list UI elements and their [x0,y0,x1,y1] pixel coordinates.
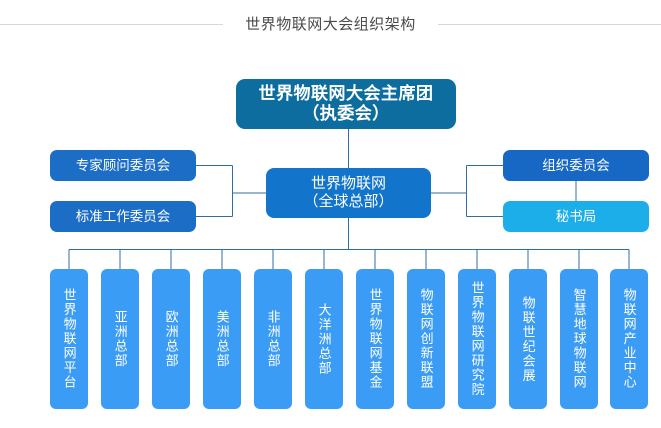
node-presidium[interactable]: 世界物联网大会主席团 （执委会） [236,79,456,129]
node-branch-7[interactable]: 世界物联网基金 [356,269,394,409]
node-branch-6[interactable]: 大洋洲总部 [305,269,343,409]
org-chart: 世界物联网大会主席团 （执委会） 专家顾问委员会 标准工作委员会 世界物联网 （… [0,48,661,428]
node-branch-9[interactable]: 世界物联网研究院 [458,269,496,409]
node-branch-4-label: 美洲总部 [214,310,230,368]
node-secretariat[interactable]: 秘书局 [503,201,649,232]
node-branch-2-label: 亚洲总部 [112,310,128,368]
connector-lines [68,129,630,269]
node-branch-7-label: 世界物联网基金 [367,288,383,390]
node-branch-11[interactable]: 智慧地球物联网 [560,269,598,409]
node-branch-9-label: 世界物联网研究院 [469,281,485,397]
node-branch-2[interactable]: 亚洲总部 [101,269,139,409]
title-rule-left [0,23,224,25]
page-title-bar: 世界物联网大会组织架构 [0,0,661,48]
node-branch-8-label: 物联网创新联盟 [418,288,434,390]
node-expert-label: 专家顾问委员会 [75,157,171,173]
node-standards-working-committee[interactable]: 标准工作委员会 [50,201,196,232]
node-branch-12-label: 物联网产业中心 [621,288,637,390]
node-presidium-line2: （执委会） [302,104,390,123]
node-global-headquarters[interactable]: 世界物联网 （全球总部） [266,168,431,218]
node-hq-line2: （全球总部） [303,193,394,210]
node-secretariat-label: 秘书局 [555,208,597,224]
node-branch-3-label: 欧洲总部 [163,310,179,368]
node-branch-8[interactable]: 物联网创新联盟 [407,269,445,409]
title-rule-right [437,23,661,25]
node-branch-10[interactable]: 物联世纪会展 [509,269,547,409]
node-branch-12[interactable]: 物联网产业中心 [610,269,648,409]
node-branch-5[interactable]: 非洲总部 [254,269,292,409]
node-branch-6-label: 大洋洲总部 [316,302,332,376]
node-branch-11-label: 智慧地球物联网 [571,288,587,390]
node-organizing-committee[interactable]: 组织委员会 [503,150,649,181]
node-expert-advisory-committee[interactable]: 专家顾问委员会 [50,150,196,181]
node-branch-1-label: 世界物联网平台 [61,288,77,390]
node-branch-1[interactable]: 世界物联网平台 [50,269,88,409]
node-hq-line1: 世界物联网 [310,175,386,193]
node-branch-4[interactable]: 美洲总部 [203,269,241,409]
node-presidium-line1: 世界物联网大会主席团 [258,83,434,103]
node-branch-3[interactable]: 欧洲总部 [152,269,190,409]
node-branch-10-label: 物联世纪会展 [520,295,536,383]
node-branch-5-label: 非洲总部 [265,310,281,368]
node-organize-label: 组织委员会 [542,157,610,173]
node-standard-label: 标准工作委员会 [75,208,171,224]
page-title: 世界物联网大会组织架构 [245,15,416,33]
